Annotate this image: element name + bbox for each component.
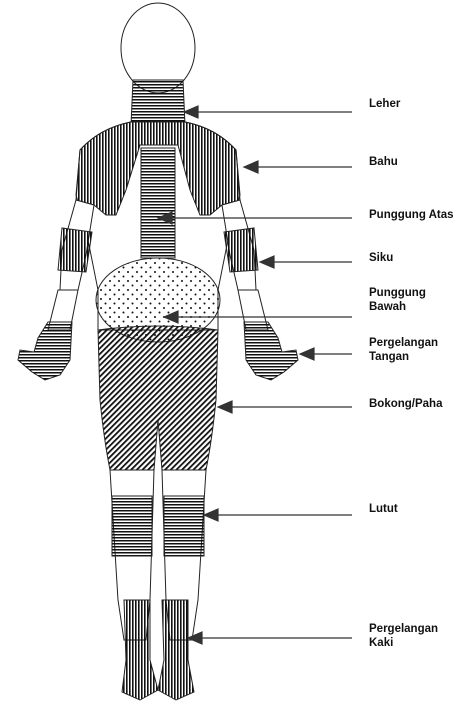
left-elbow bbox=[58, 228, 92, 272]
right-elbow bbox=[224, 228, 258, 272]
label-knee-text: Lutut bbox=[369, 502, 398, 516]
label-lower-back-line2: Bawah bbox=[369, 300, 426, 314]
upper-back-region bbox=[141, 148, 175, 258]
right-knee-region bbox=[164, 496, 204, 556]
label-neck-text: Leher bbox=[369, 97, 400, 111]
label-upper-back-text: Punggung Atas bbox=[369, 208, 454, 222]
arrowhead-knee bbox=[204, 509, 218, 521]
label-shoulder: Bahu bbox=[369, 155, 398, 169]
label-wrist-line1: Pergelangan bbox=[369, 336, 438, 350]
hip-region bbox=[98, 326, 218, 470]
label-elbow-text: Siku bbox=[369, 251, 393, 265]
arrowhead-wrist bbox=[300, 348, 314, 360]
arrowhead-hip bbox=[218, 401, 232, 413]
label-lower-back: Punggung Bawah bbox=[369, 286, 426, 314]
label-ankle: Pergelangan Kaki bbox=[369, 622, 438, 650]
label-ankle-line2: Kaki bbox=[369, 636, 438, 650]
label-upper-back: Punggung Atas bbox=[369, 208, 454, 222]
label-hip-text: Bokong/Paha bbox=[369, 397, 442, 411]
neck bbox=[131, 80, 185, 125]
label-neck: Leher bbox=[369, 97, 400, 111]
left-ankle-foot bbox=[122, 600, 158, 700]
label-elbow: Siku bbox=[369, 251, 393, 265]
left-knee-region bbox=[112, 496, 152, 556]
label-ankle-line1: Pergelangan bbox=[369, 622, 438, 636]
label-lower-back-line1: Punggung bbox=[369, 286, 426, 300]
human-figure bbox=[18, 3, 298, 700]
label-wrist: Pergelangan Tangan bbox=[369, 336, 438, 364]
label-hip: Bokong/Paha bbox=[369, 397, 442, 411]
label-knee: Lutut bbox=[369, 502, 398, 516]
arrowhead-elbow bbox=[260, 256, 274, 268]
label-shoulder-text: Bahu bbox=[369, 155, 398, 169]
label-wrist-line2: Tangan bbox=[369, 350, 438, 364]
arrowhead-neck bbox=[184, 106, 198, 118]
right-hand bbox=[244, 322, 298, 380]
arrowhead-shoulder bbox=[244, 161, 258, 173]
left-hand bbox=[18, 322, 72, 380]
